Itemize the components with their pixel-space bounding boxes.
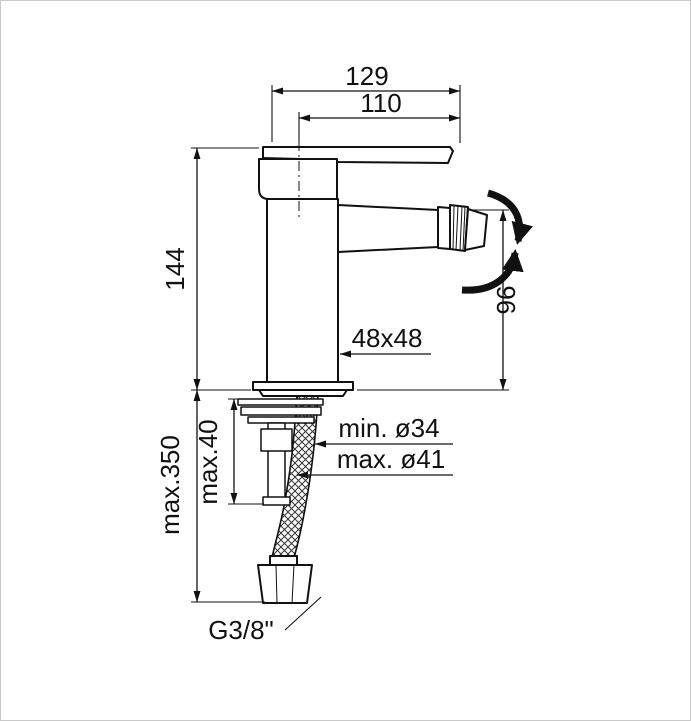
hose-nut-facets [275, 564, 295, 604]
spout [337, 204, 439, 253]
dimension-spout-projection: 110 [298, 88, 460, 219]
base-plate-lip [258, 389, 348, 397]
dim-label-max40: max.40 [193, 419, 223, 504]
aerator-ring-1 [437, 206, 451, 250]
faucet-figure [237, 146, 534, 604]
dimension-hole-max: max. ø41 [297, 444, 453, 479]
base-plate [252, 381, 354, 391]
leader-line [284, 596, 322, 631]
dimension-hole-min: min. ø34 [315, 413, 453, 448]
dimension-body-height: 144 [160, 147, 259, 391]
dimension-thread: G3/8" [208, 596, 322, 645]
dim-label-96: 96 [491, 286, 521, 315]
dim-label-48x48: 48x48 [352, 323, 423, 353]
washer-1 [237, 398, 324, 406]
hose-nut [257, 564, 313, 604]
handle-base [258, 158, 338, 200]
dim-label-max41: max. ø41 [337, 444, 445, 474]
dim-label-144: 144 [160, 247, 190, 290]
dim-label-g38: G3/8" [208, 615, 274, 645]
washer-2 [240, 406, 322, 416]
dimension-base-section: 48x48 [340, 323, 431, 358]
dimension-spout-height: 96 [357, 209, 521, 391]
aerator-tip [464, 208, 488, 251]
rotation-arrow-upper [486, 189, 534, 245]
aerator-knurl-hatch [452, 205, 466, 252]
dim-label-max350: max.350 [155, 435, 185, 535]
hose-nut-collar [269, 555, 298, 566]
rotation-arrow-lower [461, 249, 524, 294]
washer-3 [247, 416, 315, 424]
stud-foot [262, 496, 291, 506]
stud-nut [260, 428, 293, 452]
dimension-deck-thickness: max.40 [193, 398, 264, 505]
dim-label-min34: min. ø34 [338, 413, 439, 443]
dimension-hose-length: max.350 [155, 390, 265, 603]
faucet-body [266, 198, 339, 391]
dim-label-110: 110 [360, 88, 401, 118]
ext-line [271, 85, 461, 143]
ext-line [191, 147, 259, 391]
dimension-overall-width: 129 [271, 61, 461, 143]
dim-label-129: 129 [345, 61, 388, 91]
